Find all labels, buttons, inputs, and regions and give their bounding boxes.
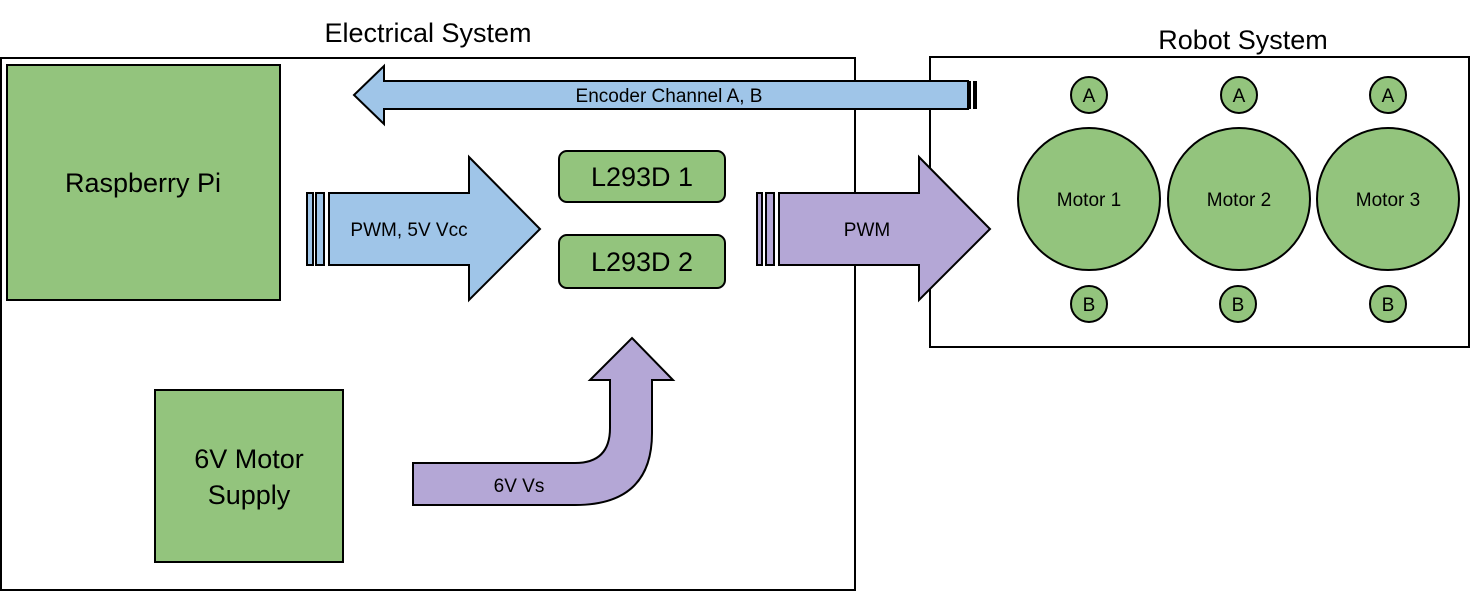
l293d-1-label: L293D 1 — [591, 162, 693, 192]
pwm-vcc-arrow: PWM, 5V Vcc — [306, 154, 542, 303]
motor-supply-label-line1: 6V Motor — [194, 444, 304, 474]
pwm-arrow: PWM — [756, 154, 992, 303]
motor-supply-block: 6V Motor Supply — [154, 389, 344, 563]
electrical-system-frame — [0, 57, 856, 591]
motor-2: A Motor 2 B — [1167, 76, 1311, 323]
motor-2-channel-a: A — [1233, 86, 1246, 107]
motor-1-channel-b: B — [1083, 295, 1096, 316]
raspberry-pi-label: Raspberry Pi — [65, 168, 221, 198]
pwm-vcc-label: PWM, 5V Vcc — [350, 220, 467, 241]
motor-3-channel-a: A — [1382, 86, 1395, 107]
motor-1-channel-a: A — [1083, 86, 1096, 107]
motor-3-label: Motor 3 — [1356, 190, 1420, 211]
l293d-2-block: L293D 2 — [558, 234, 726, 289]
encoder-label: Encoder Channel A, B — [576, 86, 763, 107]
pwm-label: PWM — [844, 220, 890, 241]
motor-2-label: Motor 2 — [1207, 190, 1271, 211]
motor-1: A Motor 1 B — [1017, 76, 1161, 323]
motor-2-channel-b: B — [1232, 295, 1245, 316]
motor-supply-label-line2: Supply — [208, 480, 291, 510]
robot-system-title: Robot System — [1158, 25, 1328, 55]
vs-label: 6V Vs — [494, 476, 545, 497]
vs-arrow: 6V Vs — [412, 336, 676, 506]
motor-1-label: Motor 1 — [1057, 190, 1121, 211]
motor-3: A Motor 3 B — [1316, 76, 1460, 323]
electrical-system-title: Electrical System — [324, 18, 531, 48]
l293d-1-block: L293D 1 — [558, 150, 726, 203]
motor-3-channel-b: B — [1382, 295, 1395, 316]
encoder-arrow: Encoder Channel A, B — [352, 63, 977, 127]
raspberry-pi-block: Raspberry Pi — [6, 64, 281, 301]
l293d-2-label: L293D 2 — [591, 247, 693, 277]
